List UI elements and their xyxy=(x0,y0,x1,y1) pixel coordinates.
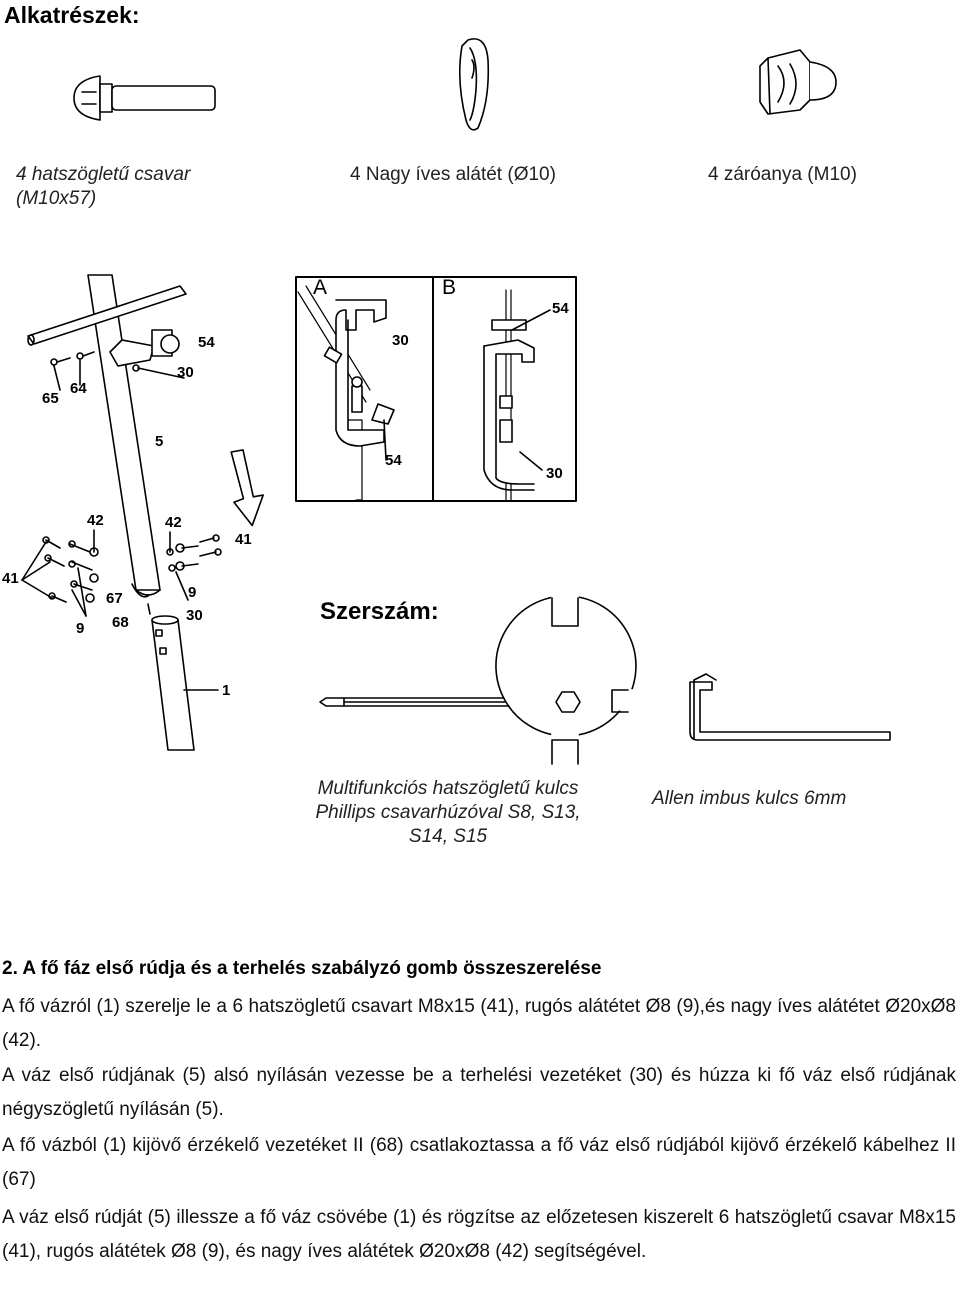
label-1: 1 xyxy=(222,682,231,699)
paragraph-3: A fő vázból (1) kijövő érzékelő vezetéke… xyxy=(2,1135,956,1190)
cap-nut-icon xyxy=(759,49,837,115)
page-title: Alkatrészek: xyxy=(4,2,140,28)
carriage-bolt-icon xyxy=(73,75,216,121)
paragraph-1: A fő vázról (1) szerelje le a 6 hatszögl… xyxy=(2,996,956,1051)
label-67: 67 xyxy=(106,590,123,607)
detail-a-drawing xyxy=(297,285,395,501)
tools-title: Szerszám: xyxy=(320,598,439,625)
label-b-54: 54 xyxy=(552,300,569,317)
label-65: 65 xyxy=(42,390,59,407)
label-64: 64 xyxy=(70,380,87,397)
label-41-right: 41 xyxy=(235,531,252,548)
label-b-30: 30 xyxy=(546,465,563,482)
detail-b-drawing xyxy=(483,289,551,501)
curved-washer-icon xyxy=(458,38,490,131)
label-41-left: 41 xyxy=(2,570,19,587)
label-9-right: 9 xyxy=(188,584,197,601)
paragraph-4: A váz első rúdját (5) illessze a fő váz … xyxy=(2,1207,956,1262)
washer-caption: 4 Nagy íves alátét (Ø10) xyxy=(350,164,556,185)
cap-nut-caption: 4 záróanya (M10) xyxy=(708,164,857,185)
paragraph-2: A váz első rúdjának (5) alsó nyílásán ve… xyxy=(2,1065,956,1120)
label-a-54: 54 xyxy=(385,452,402,469)
label-42-left: 42 xyxy=(87,512,104,529)
bolt-caption: 4 hatszögletű csavar (M10x57) xyxy=(16,164,191,209)
label-a-30: 30 xyxy=(392,332,409,349)
section-title: 2. A fő fáz első rúdja és a terhelés sza… xyxy=(2,958,602,979)
label-30: 30 xyxy=(177,364,194,381)
label-9-left: 9 xyxy=(76,620,85,637)
allen-key-caption: Allen imbus kulcs 6mm xyxy=(652,788,847,809)
label-42-right: 42 xyxy=(165,514,182,531)
panel-a-label: A xyxy=(313,276,328,299)
multitool-icon xyxy=(319,589,641,765)
label-5: 5 xyxy=(155,433,164,450)
label-30-lower: 30 xyxy=(186,607,203,624)
allen-key-icon xyxy=(689,673,891,741)
label-68: 68 xyxy=(112,614,129,631)
frame-diagram xyxy=(21,274,264,751)
label-54: 54 xyxy=(198,334,215,351)
panel-b-label: B xyxy=(442,276,457,299)
multitool-caption: Multifunkciós hatszögletű kulcs Phillips… xyxy=(315,778,581,847)
